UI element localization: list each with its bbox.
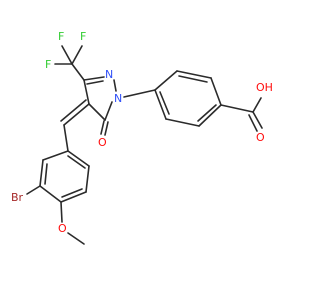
bond-exocyclic-double xyxy=(60,99,87,122)
bond-o-ch3 xyxy=(67,232,85,245)
atom-label-o-acid: O xyxy=(256,131,265,144)
bond-a4-a5 xyxy=(60,191,87,203)
bond-a3-br xyxy=(26,185,41,195)
atom-label-f3: F xyxy=(45,58,51,71)
atom-label-o-keto: O xyxy=(98,136,107,149)
bond-b6-b1 xyxy=(154,89,167,120)
atom-label-n-aryl: N xyxy=(114,92,122,105)
bond-a2-a3 xyxy=(39,159,44,187)
bond-a6-a1 xyxy=(67,150,90,167)
bond-b4-b5-inner xyxy=(197,104,217,122)
bond-a3-a4 xyxy=(39,185,62,203)
bond-cf3-ring xyxy=(71,63,85,81)
bond-n1-b1 xyxy=(123,89,156,98)
atom-label-f2: F xyxy=(80,30,86,43)
bond-c-o-double xyxy=(248,114,258,132)
atom-label-br: Br xyxy=(11,191,24,204)
bond-c4-c3 xyxy=(83,79,90,105)
bond-a5-a6 xyxy=(85,165,90,193)
bond-c3-n2 xyxy=(83,76,105,81)
bond-b2-b3 xyxy=(176,70,212,79)
bond-lines xyxy=(26,45,263,245)
bond-c5-o xyxy=(100,120,105,135)
bond-a6-a1-inner xyxy=(67,155,86,169)
bond-n1-c5 xyxy=(104,101,113,121)
bond-c-f2 xyxy=(71,45,83,65)
atom-labels: F F F N N O OH O Br O xyxy=(11,30,273,235)
bond-c3-n2-double xyxy=(86,80,104,85)
bond-b1-b2 xyxy=(154,70,178,91)
structure-canvas: F F F N N O OH O Br O xyxy=(11,30,273,245)
bond-b2-b3-inner xyxy=(178,75,208,83)
bond-c5-c4 xyxy=(88,103,106,121)
bond-c-f1 xyxy=(61,45,73,65)
bond-c5-o-double xyxy=(104,121,109,136)
bond-b3-b4 xyxy=(210,77,222,106)
atom-label-o-ether: O xyxy=(58,222,67,235)
bond-a2-a3-inner xyxy=(44,163,48,185)
bond-a4-o xyxy=(60,201,63,223)
bond-a1-a2 xyxy=(42,150,69,161)
bond-c-o xyxy=(252,111,263,129)
atom-label-oh: OH xyxy=(256,81,273,94)
bond-c-oh xyxy=(252,97,262,113)
molecule-structure: F F F N N O OH O Br O xyxy=(11,30,273,245)
atom-label-f1: F xyxy=(58,30,64,43)
bond-b4-b5 xyxy=(198,104,222,127)
bond-b4-cooh xyxy=(220,104,254,113)
bond-b6-b1-inner xyxy=(159,91,170,115)
bond-ch-aryl xyxy=(63,124,69,152)
bond-b5-b6 xyxy=(165,118,200,127)
bond-exocyclic xyxy=(63,103,90,126)
atom-label-n-ring: N xyxy=(105,68,113,81)
bond-n2-n1 xyxy=(113,79,117,92)
bond-a4-a5-inner xyxy=(61,188,83,198)
